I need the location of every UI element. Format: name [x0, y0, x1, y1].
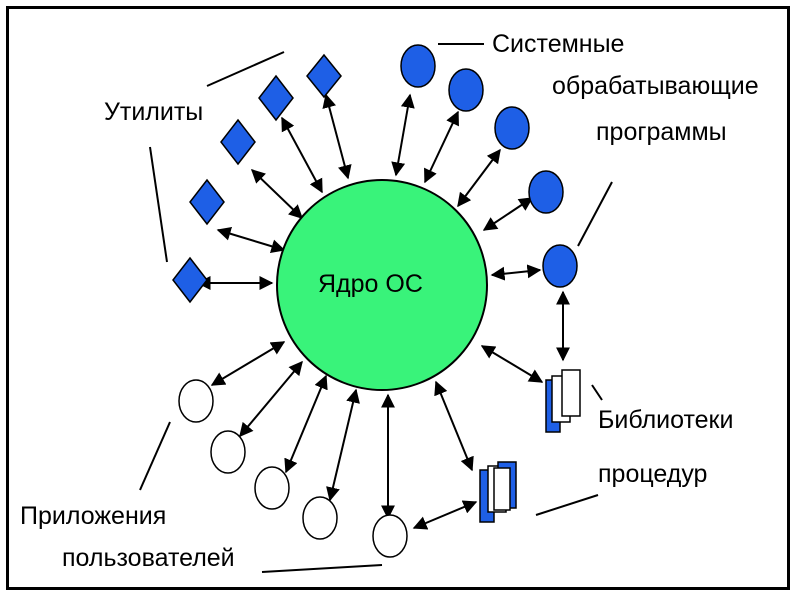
application-circle-icon [254, 466, 290, 510]
system-program-circle-icon [400, 44, 436, 88]
arrow-system-4 [482, 197, 534, 231]
kernel-label: Ядро ОС [318, 270, 423, 298]
arrow-app-2 [239, 360, 303, 438]
apps-label-line2: пользователей [62, 544, 235, 572]
utility-diamond-icon [172, 256, 208, 304]
utility-diamond-icon [306, 53, 342, 99]
arrow-utility-4 [281, 116, 323, 194]
system-program-circle-icon [448, 68, 484, 112]
library-book-stack-icon [479, 461, 517, 523]
arrow-app-library [412, 500, 478, 530]
arrow-system-3 [457, 148, 501, 208]
callout-libraries [591, 384, 603, 401]
system-programs-label-line2: обрабатывающие [552, 72, 759, 100]
utility-diamond-icon [258, 74, 294, 122]
libraries-label-line1: Библиотеки [598, 406, 734, 434]
callout-procedures [535, 494, 599, 516]
arrow-system-5 [490, 264, 542, 281]
kernel-circle [276, 179, 488, 391]
arrow-system-1 [391, 93, 415, 177]
arrow-app-1 [210, 341, 286, 386]
system-program-circle-icon [494, 106, 530, 150]
callout-apps [139, 421, 171, 491]
application-circle-icon [302, 496, 338, 540]
arrow-utility-2 [216, 226, 286, 254]
system-programs-label-line1: Системные [492, 30, 625, 58]
system-program-circle-icon [542, 244, 578, 288]
arrow-utility-5 [322, 93, 352, 180]
arrow-system-2 [424, 110, 459, 184]
library-book-stack-icon [545, 369, 581, 433]
arrow-app-3 [284, 374, 328, 474]
callout-users [261, 564, 383, 573]
arrow-app-4 [326, 388, 360, 502]
application-circle-icon [178, 379, 214, 423]
apps-label-line1: Приложения [20, 502, 167, 530]
application-circle-icon [372, 514, 408, 558]
connection-arrows [196, 93, 570, 530]
utility-diamond-icon [189, 178, 225, 226]
application-circle-icon [210, 430, 246, 474]
libraries-label-line2: процедур [598, 460, 708, 488]
callout-lines [139, 43, 613, 573]
utility-diamond-icon [220, 118, 256, 166]
callout-utilities-lower [149, 146, 168, 263]
callout-system-programs [577, 181, 613, 247]
utilities-group [172, 53, 342, 304]
utilities-label: Утилиты [104, 98, 204, 126]
arrow-utility-3 [250, 169, 304, 219]
system-programs-label-line3: программы [596, 118, 727, 146]
system-programs-group [400, 44, 578, 288]
applications-group [178, 379, 408, 558]
arrow-library-1 [480, 345, 544, 383]
arrow-library-2 [434, 380, 474, 472]
callout-utilities [206, 51, 285, 87]
system-program-circle-icon [528, 170, 564, 214]
